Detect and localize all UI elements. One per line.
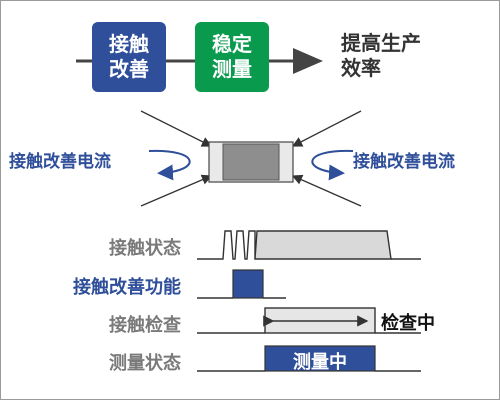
right-current-arrow [311,149,354,181]
right-current-label: 接触改善电流 [353,152,455,172]
row-label-improve-function: 接触改善功能 [73,277,181,298]
row-label-contact-state: 接触状态 [109,238,181,259]
contact-improve-line1: 接触 [109,32,149,56]
stable-measure-line1: 稳定 [212,32,252,56]
component-core [222,143,280,181]
result-line1: 提高生产 [341,31,421,55]
left-current-arrow [148,149,191,181]
check-label: 检查中 [381,313,435,334]
flow-arrow-head [293,48,323,74]
stable-measure-line2: 测量 [212,57,252,81]
improve-function-pulse [232,269,264,299]
converging-lines [140,110,362,207]
left-current-label: 接触改善电流 [9,152,111,172]
contact-improve-box: 接触 改善 [92,22,166,92]
result-text: 提高生产 效率 [341,31,421,81]
measure-label: 测量中 [293,352,347,373]
measure-state-block [264,345,376,372]
row-label-measure-state: 测量状态 [109,353,181,374]
stable-measure-box: 稳定 测量 [195,22,269,92]
contact-state-pulses [197,230,256,260]
contact-improve-line2: 改善 [109,57,149,81]
contact-state-block [254,230,392,260]
row-label-contact-check: 接触检查 [109,315,181,336]
result-line2: 效率 [341,56,381,80]
